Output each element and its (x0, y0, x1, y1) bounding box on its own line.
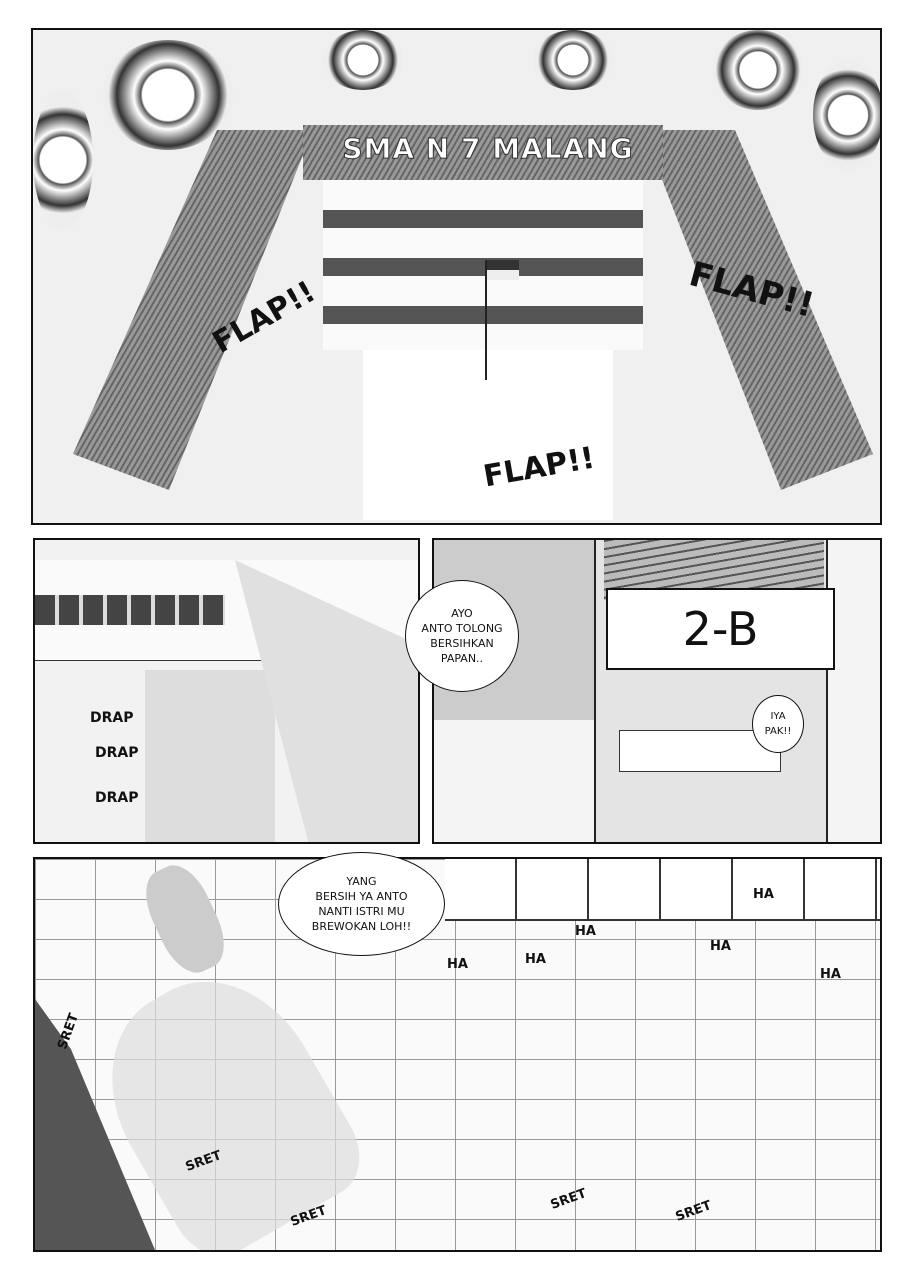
courtyard (363, 350, 613, 520)
walkway (145, 670, 275, 842)
panel-chalkboard: HA HA HA HA HA HA SRET SRET SRET SRET SR… (33, 857, 882, 1252)
tree (33, 90, 93, 230)
flag (487, 260, 519, 280)
tree (533, 30, 613, 90)
sfx-sret: SRET (548, 1186, 589, 1213)
speech-bubble-teacher: AYO ANTO TOLONG BERSIHKAN PAPAN.. (405, 580, 519, 692)
sfx-drap: DRAP (95, 745, 139, 761)
tree (813, 60, 880, 170)
sfx-drap: DRAP (90, 710, 134, 726)
sfx-sret: SRET (55, 1011, 82, 1052)
flag-pole (485, 260, 487, 380)
school-building (323, 180, 643, 350)
school-sign: SMA N 7 MALANG (342, 132, 634, 166)
desks-row (445, 859, 880, 921)
sfx-ha: HA (710, 939, 731, 954)
class-sign-text: 2-B (682, 602, 759, 656)
tree (103, 40, 233, 150)
windows (35, 595, 225, 625)
panel-classroom: 2-B (432, 538, 882, 844)
speech-bubble-teacher-tease: YANG BERSIH YA ANTO NANTI ISTRI MU BREWO… (278, 852, 445, 956)
teacher (134, 859, 236, 982)
panel-school-aerial: SMA N 7 MALANG FLAP!! FLAP!! FLAP!! (31, 28, 882, 525)
tree (323, 30, 403, 90)
sfx-ha: HA (447, 957, 468, 972)
speech-bubble-student: IYA PAK!! (752, 695, 804, 753)
sfx-drap: DRAP (95, 790, 139, 806)
sfx-sret: SRET (673, 1198, 714, 1225)
sfx-ha: HA (820, 967, 841, 982)
panel-students-walking: DRAP DRAP DRAP (33, 538, 420, 844)
roof-top (303, 125, 663, 180)
sfx-ha: HA (575, 924, 596, 939)
tree (713, 30, 803, 110)
sfx-ha: HA (525, 952, 546, 967)
sfx-ha: HA (753, 887, 774, 902)
class-sign: 2-B (606, 588, 835, 670)
